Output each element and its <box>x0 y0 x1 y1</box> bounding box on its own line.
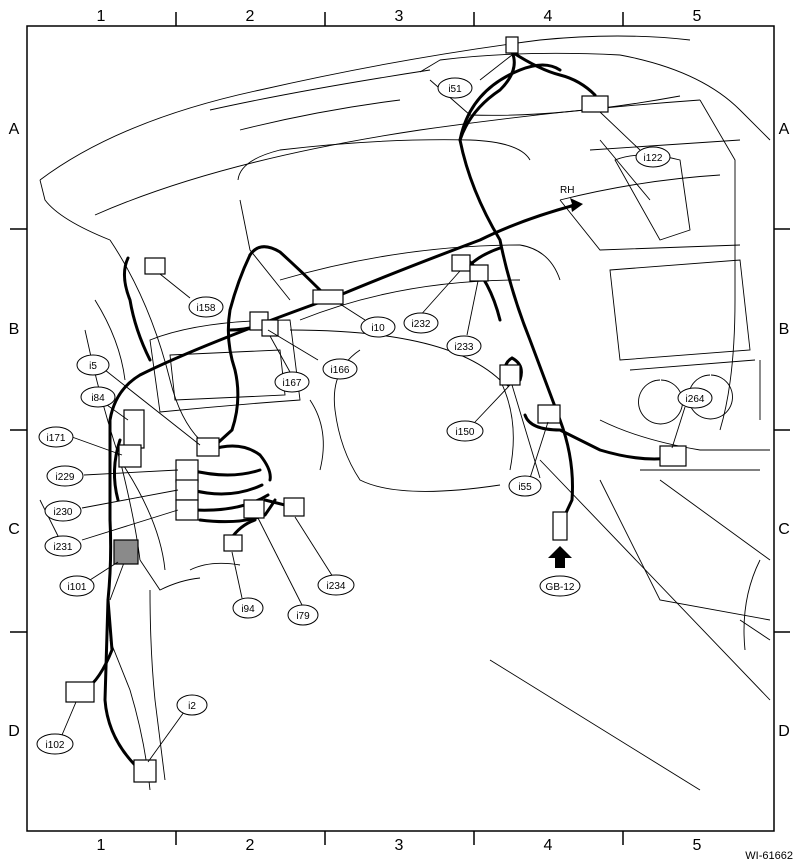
connector-i79-body <box>243 499 265 519</box>
connector-i231-body <box>175 499 199 521</box>
svg-text:i2: i2 <box>188 701 196 712</box>
connector-i94-body <box>223 534 243 552</box>
grid-col-4-bottom: 4 <box>543 837 553 854</box>
grid-col-5-top: 5 <box>692 8 702 25</box>
connector-i150-body <box>499 364 521 386</box>
label-i150: i150 <box>446 420 484 442</box>
connector-i264-body <box>659 445 687 467</box>
svg-text:i51: i51 <box>448 84 462 95</box>
connector-i122-body <box>581 95 609 113</box>
connector-i102-body <box>65 681 95 703</box>
connector-i229-body <box>175 459 199 483</box>
grid-row-d-left: D <box>8 723 20 740</box>
grid-col-3-top: 3 <box>394 8 404 25</box>
callout-labels: i51 i122 i158 i10 i232 i233 i166 i167 i5… <box>36 77 713 755</box>
label-i232: i232 <box>403 312 439 334</box>
connector-i158-body <box>144 257 166 275</box>
connector-i55-body <box>537 404 561 424</box>
ground-terminal-body <box>552 511 568 541</box>
connector-i232-body <box>451 254 471 272</box>
svg-text:i166: i166 <box>331 365 350 376</box>
figure-id: WI-61662 <box>745 850 793 862</box>
label-i231: i231 <box>44 535 82 557</box>
label-i229: i229 <box>46 465 84 487</box>
svg-text:i79: i79 <box>296 611 310 622</box>
svg-text:i10: i10 <box>371 323 385 334</box>
grid-col-1-bottom: 1 <box>96 837 106 854</box>
connector-i233-body <box>469 264 489 282</box>
label-i167: i167 <box>274 371 310 393</box>
label-i101: i101 <box>59 575 95 597</box>
connector-i167-body <box>261 319 279 337</box>
grid-row-a-right: A <box>778 121 790 138</box>
label-i84: i84 <box>80 386 116 408</box>
label-i171: i171 <box>38 426 74 448</box>
grid-col-3-bottom: 3 <box>394 837 404 854</box>
svg-text:i158: i158 <box>197 303 216 314</box>
svg-text:i55: i55 <box>518 482 532 493</box>
connector-i230-body <box>175 479 199 501</box>
grid-row-b-left: B <box>8 321 20 338</box>
svg-text:i122: i122 <box>644 153 663 164</box>
connector-i84-body <box>123 409 145 449</box>
grid-row-c-left: C <box>8 521 20 538</box>
grid-col-4-top: 4 <box>543 8 553 25</box>
connector-i51-body <box>505 36 519 54</box>
grid-row-a-left: A <box>8 121 20 138</box>
connector-i10-body <box>312 289 344 305</box>
label-i166: i166 <box>322 358 358 380</box>
connector-i5-body <box>196 437 220 457</box>
label-i55: i55 <box>508 475 542 497</box>
svg-text:i233: i233 <box>455 342 474 353</box>
connector-i101-body <box>113 539 139 565</box>
label-i233: i233 <box>446 335 482 357</box>
svg-text:i102: i102 <box>46 740 65 751</box>
connector-i171-body <box>118 444 142 468</box>
grid-frame <box>10 12 790 845</box>
svg-text:i230: i230 <box>54 507 73 518</box>
grid-col-2-top: 2 <box>245 8 255 25</box>
label-i10: i10 <box>360 316 396 338</box>
svg-text:i84: i84 <box>91 393 105 404</box>
svg-text:i264: i264 <box>686 394 705 405</box>
svg-text:i229: i229 <box>56 472 75 483</box>
ground-arrow <box>548 546 572 568</box>
svg-text:i234: i234 <box>327 581 346 592</box>
grid-row-b-right: B <box>778 321 790 338</box>
svg-text:i171: i171 <box>47 433 66 444</box>
connector-i2-body <box>133 759 157 783</box>
grid-row-c-right: C <box>778 521 790 538</box>
rh-arrow <box>555 198 583 212</box>
label-i102: i102 <box>36 733 74 755</box>
label-i2: i2 <box>176 694 208 716</box>
label-i79: i79 <box>287 604 319 626</box>
svg-text:i101: i101 <box>68 582 87 593</box>
svg-text:i167: i167 <box>283 378 302 389</box>
grid-row-d-right: D <box>778 723 790 740</box>
callout-leaders <box>61 54 686 763</box>
grid-col-1-top: 1 <box>96 8 106 25</box>
svg-text:GB-12: GB-12 <box>546 582 575 593</box>
connector-bodies <box>65 36 687 783</box>
label-i158: i158 <box>188 296 224 318</box>
connector-i234-body <box>283 497 305 517</box>
svg-text:i94: i94 <box>241 604 255 615</box>
label-i264: i264 <box>677 387 713 409</box>
svg-text:i231: i231 <box>54 542 73 553</box>
label-i230: i230 <box>44 500 82 522</box>
label-i94: i94 <box>232 597 264 619</box>
label-gb-12: GB-12 <box>539 575 581 597</box>
grid-col-5-bottom: 5 <box>692 837 702 854</box>
grid-col-2-bottom: 2 <box>245 837 255 854</box>
svg-text:i150: i150 <box>456 427 475 438</box>
label-i51: i51 <box>437 77 473 99</box>
svg-text:i232: i232 <box>412 319 431 330</box>
svg-text:i5: i5 <box>89 361 97 372</box>
label-i5: i5 <box>76 354 110 376</box>
label-i234: i234 <box>317 574 355 596</box>
label-i122: i122 <box>635 146 671 168</box>
rh-arrow-label: RH <box>560 185 574 196</box>
